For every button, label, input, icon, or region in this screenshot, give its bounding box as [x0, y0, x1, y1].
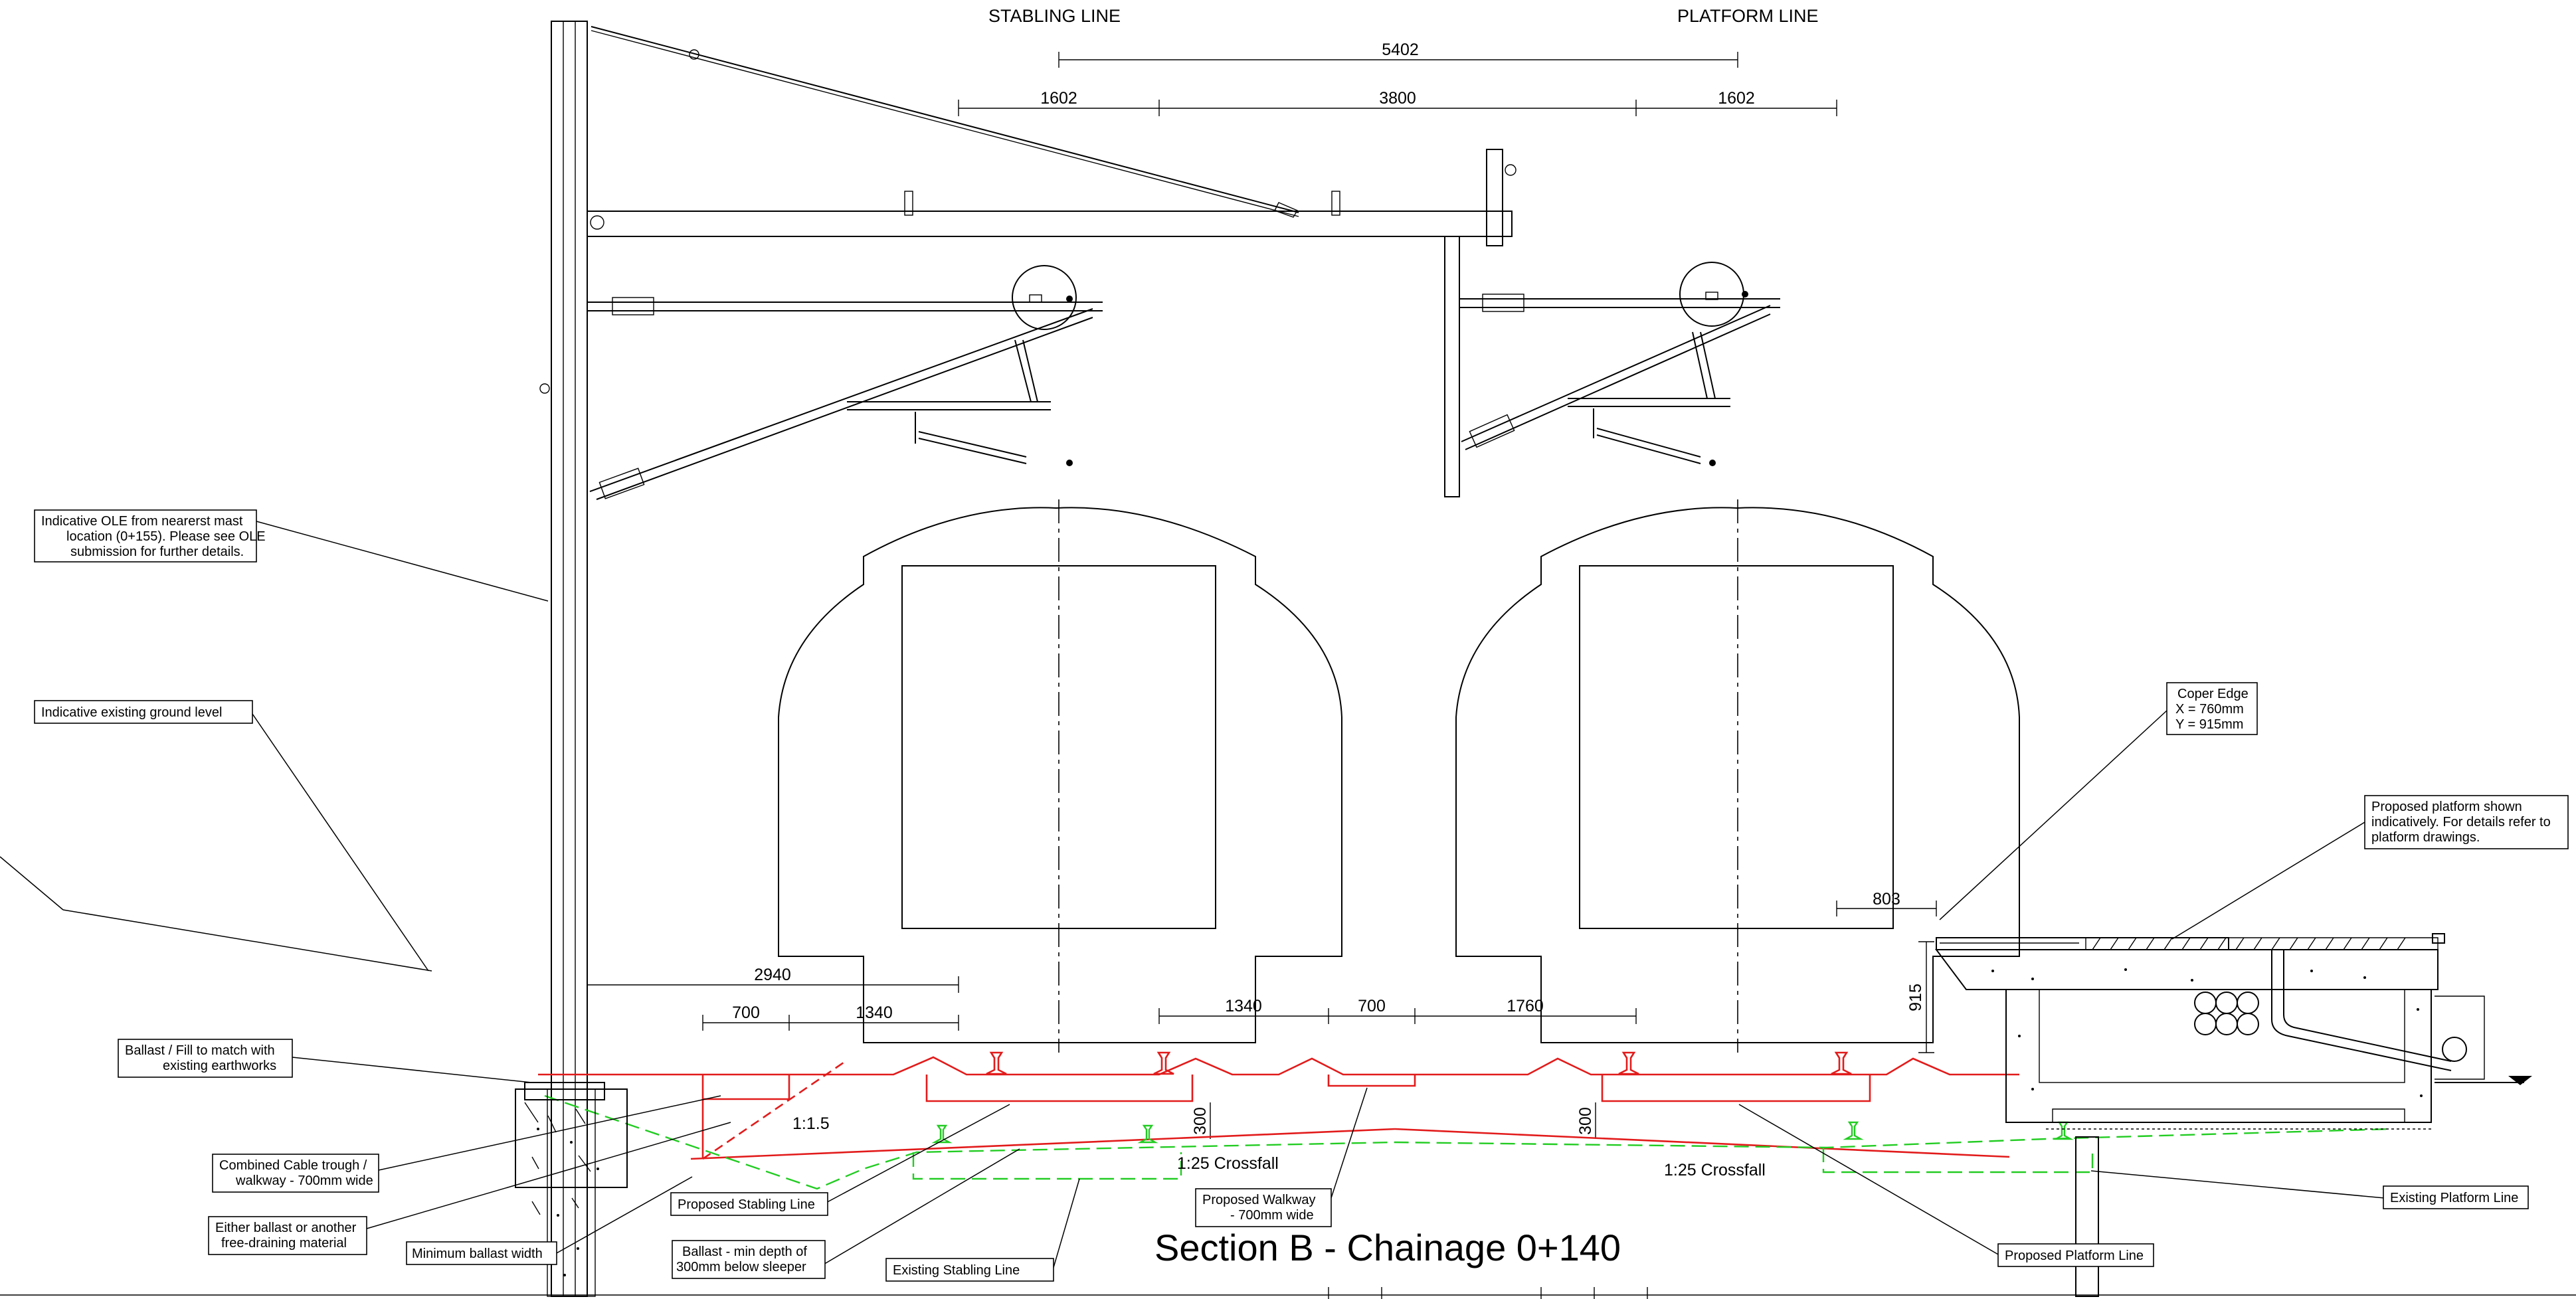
coper-edge	[1936, 937, 2229, 950]
svg-text:1340: 1340	[1225, 997, 1262, 1015]
svg-text:Existing Stabling Line: Existing Stabling Line	[893, 1263, 1020, 1278]
svg-text:platform drawings.: platform drawings.	[2371, 830, 2480, 845]
svg-text:1340: 1340	[856, 1003, 893, 1022]
existing-trackwork	[544, 1094, 2392, 1190]
svg-text:Proposed Platform Line: Proposed Platform Line	[2005, 1249, 2144, 1263]
proposed-platform-sleeper	[1601, 1075, 1871, 1102]
svg-text:indicatively. For details refe: indicatively. For details refer to	[2371, 815, 2551, 829]
left-cable-walkway	[701, 1075, 790, 1100]
callout-existing-platform-line: Existing Platform Line	[2383, 1185, 2529, 1209]
crossfall-left-label: 1:25 Crossfall	[1177, 1154, 1279, 1173]
svg-text:X = 760mm: X = 760mm	[2175, 702, 2244, 717]
dim-gauge-left: 1602	[1040, 89, 1077, 108]
svg-text:Existing Platform Line: Existing Platform Line	[2390, 1191, 2518, 1205]
callout-ballast-depth: Ballast - min depth of 300mm below sleep…	[672, 1240, 826, 1279]
right-contact-wire-indicator	[1679, 262, 1744, 327]
embankment-slope-label: 1:1.5	[792, 1114, 830, 1133]
svg-text:- 700mm wide: - 700mm wide	[1230, 1208, 1314, 1223]
ole-boom	[587, 211, 1513, 237]
callout-ole: Indicative OLE from nearerst mast locati…	[34, 509, 266, 563]
svg-text:Proposed platform shown: Proposed platform shown	[2371, 800, 2522, 814]
svg-text:location (0+155). Please see O: location (0+155). Please see OLE	[66, 529, 266, 544]
section-title: Section B - Chainage 0+140	[1154, 1227, 1621, 1268]
svg-text:803: 803	[1873, 890, 1900, 909]
svg-text:free-draining material: free-draining material	[221, 1236, 347, 1251]
svg-text:300mm below sleeper: 300mm below sleeper	[676, 1260, 806, 1274]
svg-text:Combined Cable trough /: Combined Cable trough /	[219, 1158, 367, 1173]
right-kinematic-envelope	[1455, 499, 2020, 1053]
callout-proposed-walkway: Proposed Walkway - 700mm wide	[1195, 1188, 1332, 1227]
ole-structure	[539, 21, 1780, 1297]
callout-free-draining: Either ballast or another free-draining …	[208, 1216, 367, 1255]
svg-text:Proposed Stabling Line: Proposed Stabling Line	[678, 1197, 815, 1212]
svg-text:Coper Edge: Coper Edge	[2177, 687, 2249, 701]
callout-existing-stabling: Existing Stabling Line	[885, 1258, 1054, 1282]
dimension-track-centres: 5402	[1058, 41, 1738, 68]
callout-min-ballast: Minimum ballast width	[406, 1241, 557, 1265]
svg-text:Indicative OLE from nearerst m: Indicative OLE from nearerst mast	[41, 514, 243, 529]
existing-platform-sleeper	[1822, 1148, 2094, 1173]
svg-text:300: 300	[1191, 1107, 1210, 1135]
svg-text:Ballast / Fill to match with: Ballast / Fill to match with	[125, 1043, 275, 1058]
svg-text:Either ballast or another: Either ballast or another	[215, 1221, 357, 1235]
svg-text:Proposed Walkway: Proposed Walkway	[1202, 1193, 1315, 1207]
ole-tie-wire	[591, 26, 1299, 213]
svg-text:700: 700	[732, 1003, 760, 1022]
dimension-platform-height: 915	[1906, 941, 1934, 1053]
svg-text:2940: 2940	[754, 966, 791, 984]
dimension-coper-offset: 803	[1836, 890, 1937, 916]
dimension-gauge-row: 1602 3800 1602	[958, 89, 1837, 116]
proposed-stabling-sleeper	[925, 1075, 1194, 1102]
platform-structure	[1935, 933, 2532, 1297]
callout-proposed-platform-line: Proposed Platform Line	[1997, 1243, 2154, 1267]
dimension-sleeper-depth-right: 300	[1576, 1102, 1596, 1139]
left-contact-wire-indicator	[1012, 265, 1077, 330]
svg-text:300: 300	[1576, 1107, 1595, 1135]
dimension-sleeper-depth-left: 300	[1191, 1102, 1211, 1139]
svg-text:walkway - 700mm wide: walkway - 700mm wide	[235, 1173, 373, 1188]
svg-text:700: 700	[1358, 997, 1386, 1015]
callout-cable-trough: Combined Cable trough / walkway - 700mm …	[212, 1154, 379, 1193]
ole-mast	[551, 21, 588, 1297]
svg-text:5402: 5402	[1382, 41, 1419, 59]
left-kinematic-envelope	[778, 499, 1342, 1053]
callout-proposed-platform: Proposed platform shown indicatively. Fo…	[2364, 795, 2569, 849]
dimension-left-walkway-ballast: 700 1340	[702, 1003, 959, 1031]
proposed-trackwork	[538, 1051, 2019, 1160]
svg-text:submission for further details: submission for further details.	[70, 545, 244, 559]
dimension-mid-walkway-row: 1340 700 1760	[1158, 997, 1637, 1024]
platform-line-header: PLATFORM LINE	[1677, 6, 1819, 26]
drawing-border	[0, 1287, 2576, 1299]
dimension-mast-to-track: 2940	[587, 966, 959, 993]
stabling-line-header: STABLING LINE	[988, 6, 1121, 26]
callout-ballast-fill: Ballast / Fill to match with existing ea…	[118, 1039, 293, 1078]
crossfall-right-label: 1:25 Crossfall	[1664, 1161, 1766, 1179]
proposed-walkway	[1327, 1075, 1416, 1087]
mast-foundation	[515, 1082, 628, 1297]
svg-text:Minimum ballast width: Minimum ballast width	[412, 1247, 543, 1261]
svg-text:915: 915	[1906, 984, 1925, 1011]
dim-gauge-right: 1602	[1718, 89, 1755, 108]
existing-stabling-sleeper	[912, 1152, 1182, 1180]
svg-text:existing earthworks: existing earthworks	[163, 1059, 276, 1073]
callout-ground-level: Indicative existing ground level	[34, 700, 253, 724]
svg-text:Y = 915mm: Y = 915mm	[2175, 717, 2243, 732]
ole-drop-post	[1444, 236, 1460, 497]
callout-leaders	[0, 521, 2385, 1270]
dim-six-foot: 3800	[1379, 89, 1416, 108]
callout-coper-edge: Coper Edge X = 760mm Y = 915mm	[2166, 682, 2258, 735]
svg-text:1760: 1760	[1507, 997, 1544, 1015]
svg-text:Ballast - min depth of: Ballast - min depth of	[682, 1245, 807, 1259]
svg-text:Indicative existing ground lev: Indicative existing ground level	[41, 705, 222, 720]
callout-proposed-stabling: Proposed Stabling Line	[670, 1192, 828, 1216]
